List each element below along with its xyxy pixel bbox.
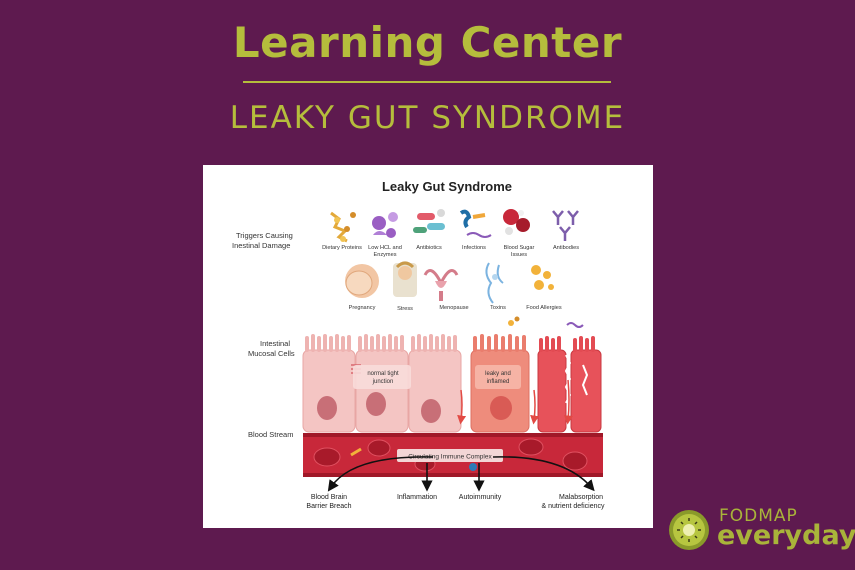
outcome-bbb-line2: Barrier Breach [306, 503, 351, 510]
normal-cell-1 [302, 334, 356, 433]
trigger-label-stress: Stress [397, 306, 413, 312]
leaky-box [475, 365, 521, 389]
enzymes-icon [372, 212, 398, 238]
outcome-bbb-line1: Blood Brain [311, 494, 347, 501]
stress-icon [393, 261, 417, 297]
outcome-malabsorption-line1: Malabsorption [559, 494, 603, 501]
trigger-label-antibiotics: Antibiotics [416, 245, 442, 251]
infections-icon [459, 209, 492, 238]
outcome-malabsorption-line2: & nutrient deficiency [541, 503, 605, 510]
kiwi-icon [669, 510, 709, 550]
page-subtitle: LEAKY GUT SYNDROME [229, 100, 626, 136]
logo-text-bottom: everyday [717, 520, 855, 551]
immune-complex-label: Circulating Immune Complex [408, 454, 492, 461]
antigen-particles-icon [508, 316, 584, 328]
cells-label-line2: Mucosal Cells [248, 349, 295, 358]
diagram-title: Leaky Gut Syndrome [382, 179, 512, 194]
dietary-proteins-icon [330, 211, 356, 243]
diagram-panel: Leaky Gut Syndrome Triggers Causing Ines… [203, 165, 653, 528]
fodmap-everyday-logo: FODMAP everyday [668, 503, 855, 553]
cells-label-line1: Intestinal [260, 339, 290, 348]
pregnancy-icon [345, 264, 379, 298]
trigger-label-toxins: Toxins [490, 305, 506, 311]
normal-cell-3 [408, 334, 462, 433]
antibodies-icon [552, 210, 579, 241]
trigger-label-enzymes: Enzymes [373, 252, 396, 258]
logo-text-top: FODMAP [719, 506, 798, 526]
leak-arrows [457, 379, 573, 425]
damaged-cells [537, 336, 602, 433]
food-allergies-icon [531, 265, 554, 290]
normal-junction-label-line2: junction [372, 379, 394, 385]
normal-junction-label-line1: normal tight [367, 371, 399, 377]
outcome-arrows [327, 456, 595, 492]
trigger-label-pregnancy: Pregnancy [349, 305, 376, 311]
outcome-autoimmunity: Autoimmunity [459, 494, 502, 501]
leaky-gut-diagram: Leaky Gut Syndrome Triggers Causing Ines… [232, 179, 605, 510]
triggers-label-line2: Inestinal Damage [232, 241, 290, 250]
trigger-label-infections: Infections [462, 245, 486, 251]
triggers-label-line1: Triggers Causing [236, 231, 293, 240]
blood-stream-label: Blood Stream [248, 430, 293, 439]
trigger-label-low-hcl: Low HCL and [368, 245, 402, 251]
trigger-label-issues: Issues [511, 252, 527, 258]
outcome-inflammation: Inflammation [397, 494, 437, 501]
antibiotics-icon [413, 209, 445, 233]
page-title: Learning Center [232, 18, 623, 67]
trigger-label-dietary-proteins: Dietary Proteins [322, 245, 362, 251]
blood-sugar-icon [503, 209, 530, 235]
immune-complex-box [397, 449, 503, 462]
blood-vessel [303, 433, 603, 477]
trigger-label-menopause: Menopause [439, 305, 468, 311]
leaky-label-line2: inflamed [487, 379, 510, 385]
leaky-label-line1: leaky and [485, 371, 511, 377]
trigger-label-blood-sugar: Blood Sugar [504, 245, 535, 251]
title-divider [243, 81, 611, 83]
menopause-icon [423, 269, 459, 301]
normal-junction-box [353, 365, 411, 389]
trigger-label-food-allergies: Food Allergies [526, 305, 562, 311]
trigger-label-antibodies: Antibodies [553, 245, 579, 251]
toxins-icon [485, 262, 504, 304]
